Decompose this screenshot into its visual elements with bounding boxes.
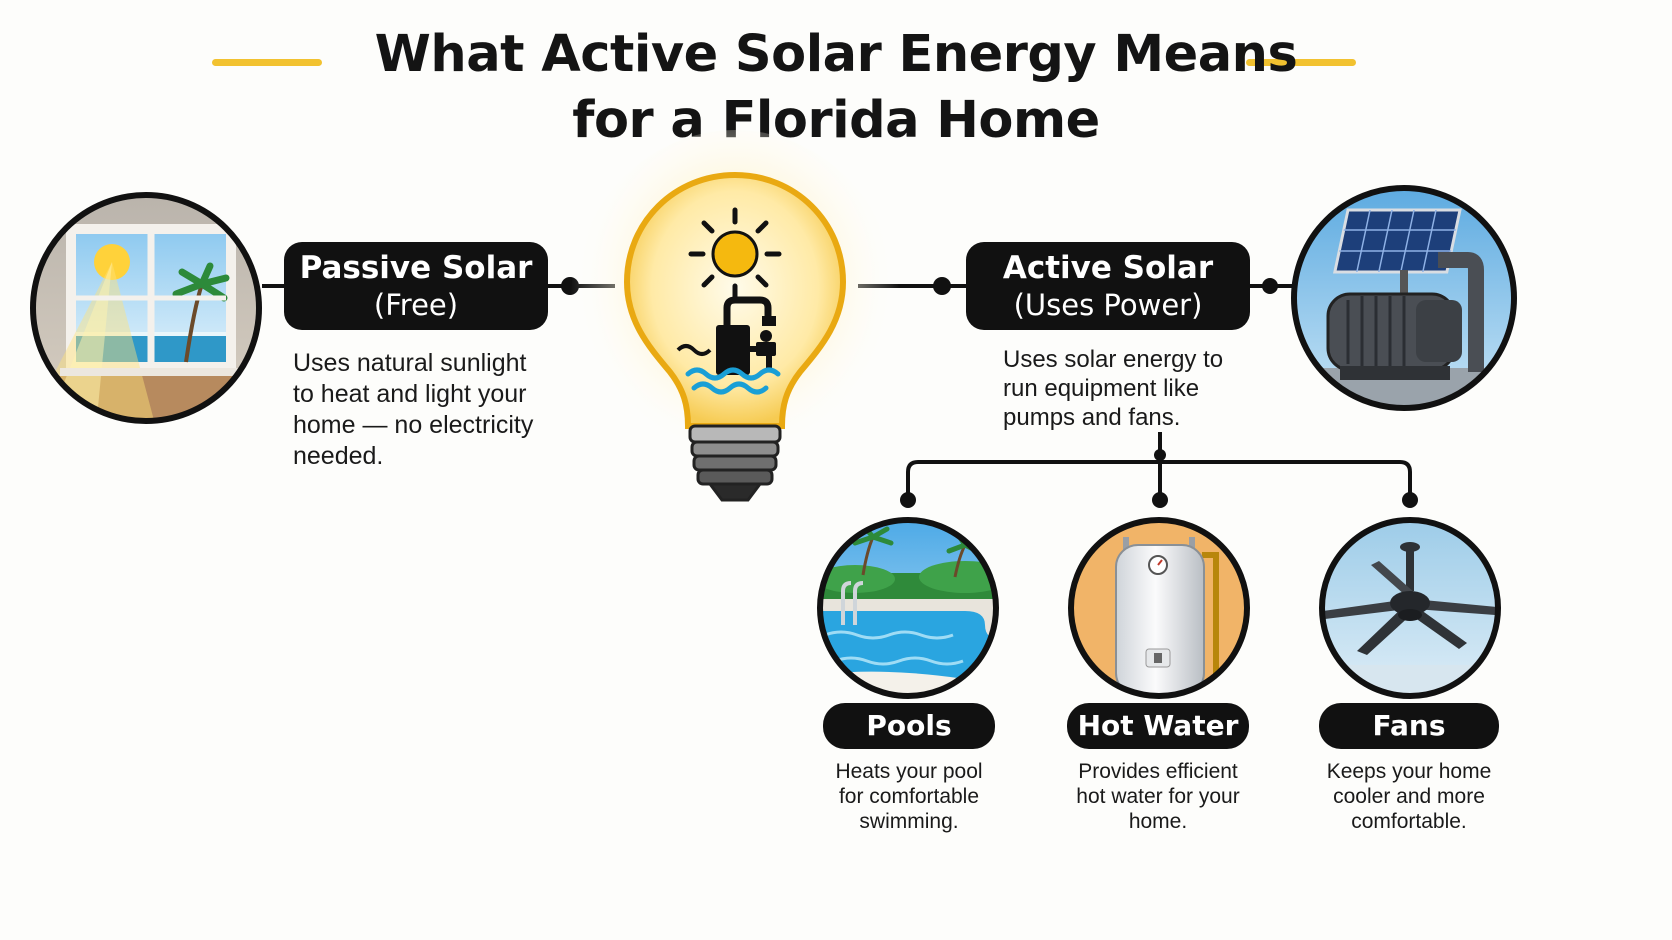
category-description-pools: Heats your pool for comfortable swimming… [835,760,983,833]
pool-icon [817,517,999,699]
title-line-1: What Active Solar Energy Means [374,25,1298,84]
water-heater-icon [1068,517,1250,699]
active-solar-description: Uses solar energy to run equipment like … [1003,346,1224,431]
active-solar-subtitle: (Uses Power) [1013,288,1203,322]
passive-solar-title: Passive Solar [299,250,533,286]
category-label-pools: Pools [823,703,995,749]
category-label-fans: Fans [1319,703,1499,749]
passive-solar-description: Uses natural sunlight to heat and light … [293,349,534,470]
title-accent-right [1246,59,1356,66]
active-solar-label: Active Solar (Uses Power) [966,242,1250,330]
category-description-hot-water: Provides efficient hot water for your ho… [1076,760,1240,833]
title-line-2: for a Florida Home [572,91,1100,150]
lightbulb-solar-pump-icon [570,130,900,502]
passive-solar-subtitle: (Free) [373,288,459,322]
sunlit-window-icon [30,192,262,424]
category-label-hot-water: Hot Water [1067,703,1249,749]
title-accent-left [212,59,322,66]
active-solar-title: Active Solar [1002,250,1214,286]
passive-solar-label: Passive Solar (Free) [284,242,548,330]
ceiling-fan-icon [1319,517,1501,699]
category-description-fans: Keeps your home cooler and more comforta… [1326,760,1492,833]
page-title: What Active Solar Energy Means for a Flo… [0,22,1672,154]
solar-pump-icon [1291,185,1517,411]
